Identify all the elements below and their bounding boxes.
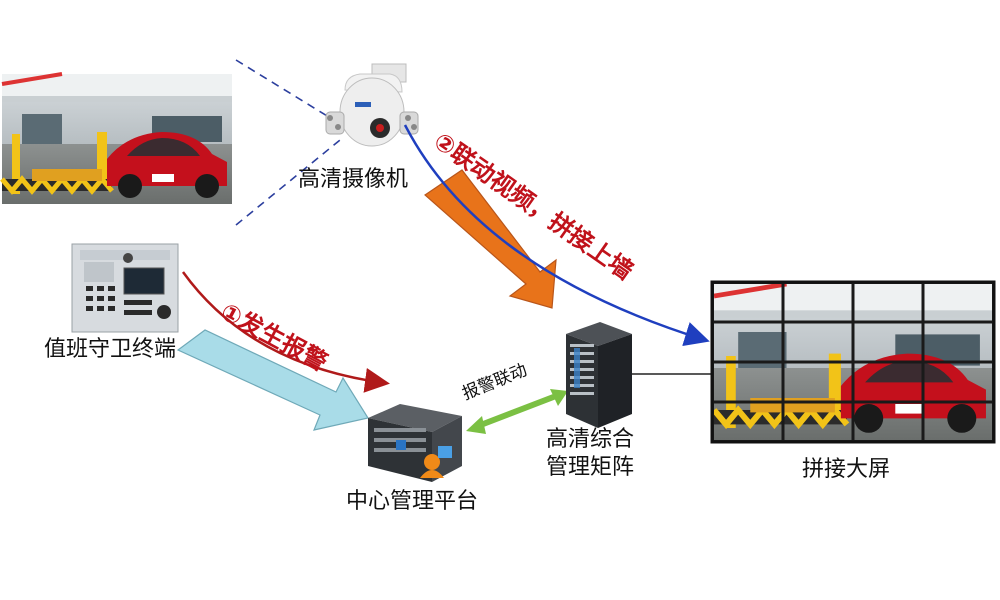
blue-video-arrow	[403, 124, 710, 346]
server-icon	[368, 404, 462, 482]
camera-label: 高清摄像机	[298, 167, 409, 192]
lightblue-arrow	[176, 329, 369, 431]
center-platform-label: 中心管理平台	[346, 489, 479, 514]
intercom-terminal-icon	[71, 243, 179, 333]
parking-car-photo	[2, 74, 232, 204]
matrix-label-line1: 高清综合	[546, 427, 635, 452]
matrix-cabinet-icon	[566, 322, 632, 428]
video-wall-icon	[710, 280, 996, 444]
green-link-arrow	[466, 389, 568, 434]
video-wall-label: 拼接大屏	[802, 457, 891, 482]
guard-terminal-label: 值班守卫终端	[44, 337, 177, 362]
orange-arrow	[424, 169, 557, 309]
matrix-label-line2: 管理矩阵	[546, 455, 635, 480]
red-alarm-arrow	[181, 271, 390, 393]
ptz-dome-camera-icon	[325, 63, 419, 147]
